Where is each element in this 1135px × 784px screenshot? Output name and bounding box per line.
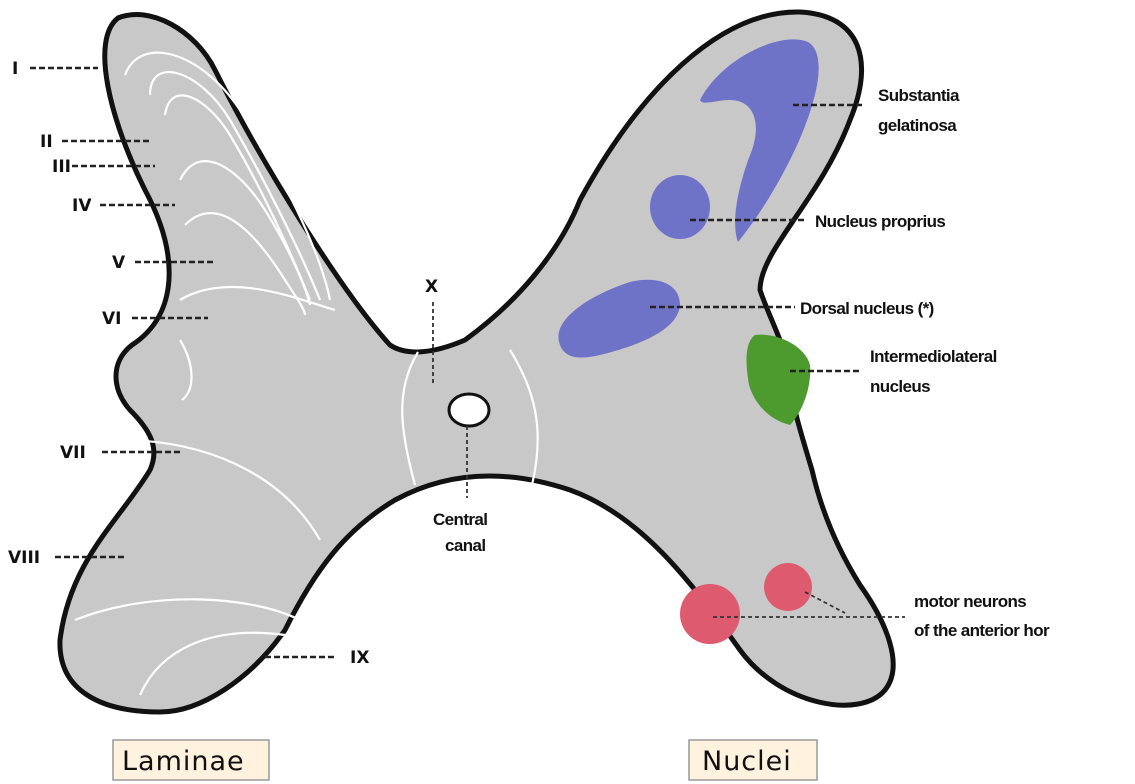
central-canal-label-line1: Central xyxy=(433,510,487,529)
lamina-ii-label: II xyxy=(40,132,53,152)
motor-neurons-label-line1: motor neurons xyxy=(914,592,1026,611)
motor-neuron-large xyxy=(680,584,740,644)
central-canal-label: Central canal xyxy=(433,510,487,555)
nucleus-proprius-shape xyxy=(650,175,710,239)
lamina-viii-label: VIII xyxy=(8,548,40,568)
laminae-box-label: Laminae xyxy=(122,746,245,777)
substantia-gelatinosa-label-line1: Substantia xyxy=(878,86,960,105)
lamina-v-label: V xyxy=(112,253,126,273)
central-canal-label-line2: canal xyxy=(445,536,485,555)
nuclei-box-label: Nuclei xyxy=(702,746,792,777)
laminae-box: Laminae xyxy=(113,740,269,780)
lamina-iv-label: IV xyxy=(72,196,92,216)
intermediolateral-label-line1: Intermediolateral xyxy=(870,347,997,366)
nucleus-proprius-label: Nucleus proprius xyxy=(815,212,945,231)
intermediolateral-label-line2: nucleus xyxy=(870,377,930,396)
motor-neurons-label-line2: of the anterior hor xyxy=(914,621,1050,640)
dorsal-nucleus-label: Dorsal nucleus (*) xyxy=(800,299,934,318)
lamina-ix-label: IX xyxy=(350,648,369,668)
nuclei-box: Nuclei xyxy=(689,740,817,780)
lamina-vi-label: VI xyxy=(102,309,121,329)
central-canal-shape xyxy=(449,394,489,426)
lamina-iii-label: III xyxy=(52,157,71,177)
lamina-vii-label: VII xyxy=(60,443,86,463)
lamina-x-label: X xyxy=(425,277,438,297)
substantia-gelatinosa-label-line2: gelatinosa xyxy=(878,116,957,135)
lamina-i-label: I xyxy=(12,59,18,79)
motor-neuron-small xyxy=(764,563,812,611)
